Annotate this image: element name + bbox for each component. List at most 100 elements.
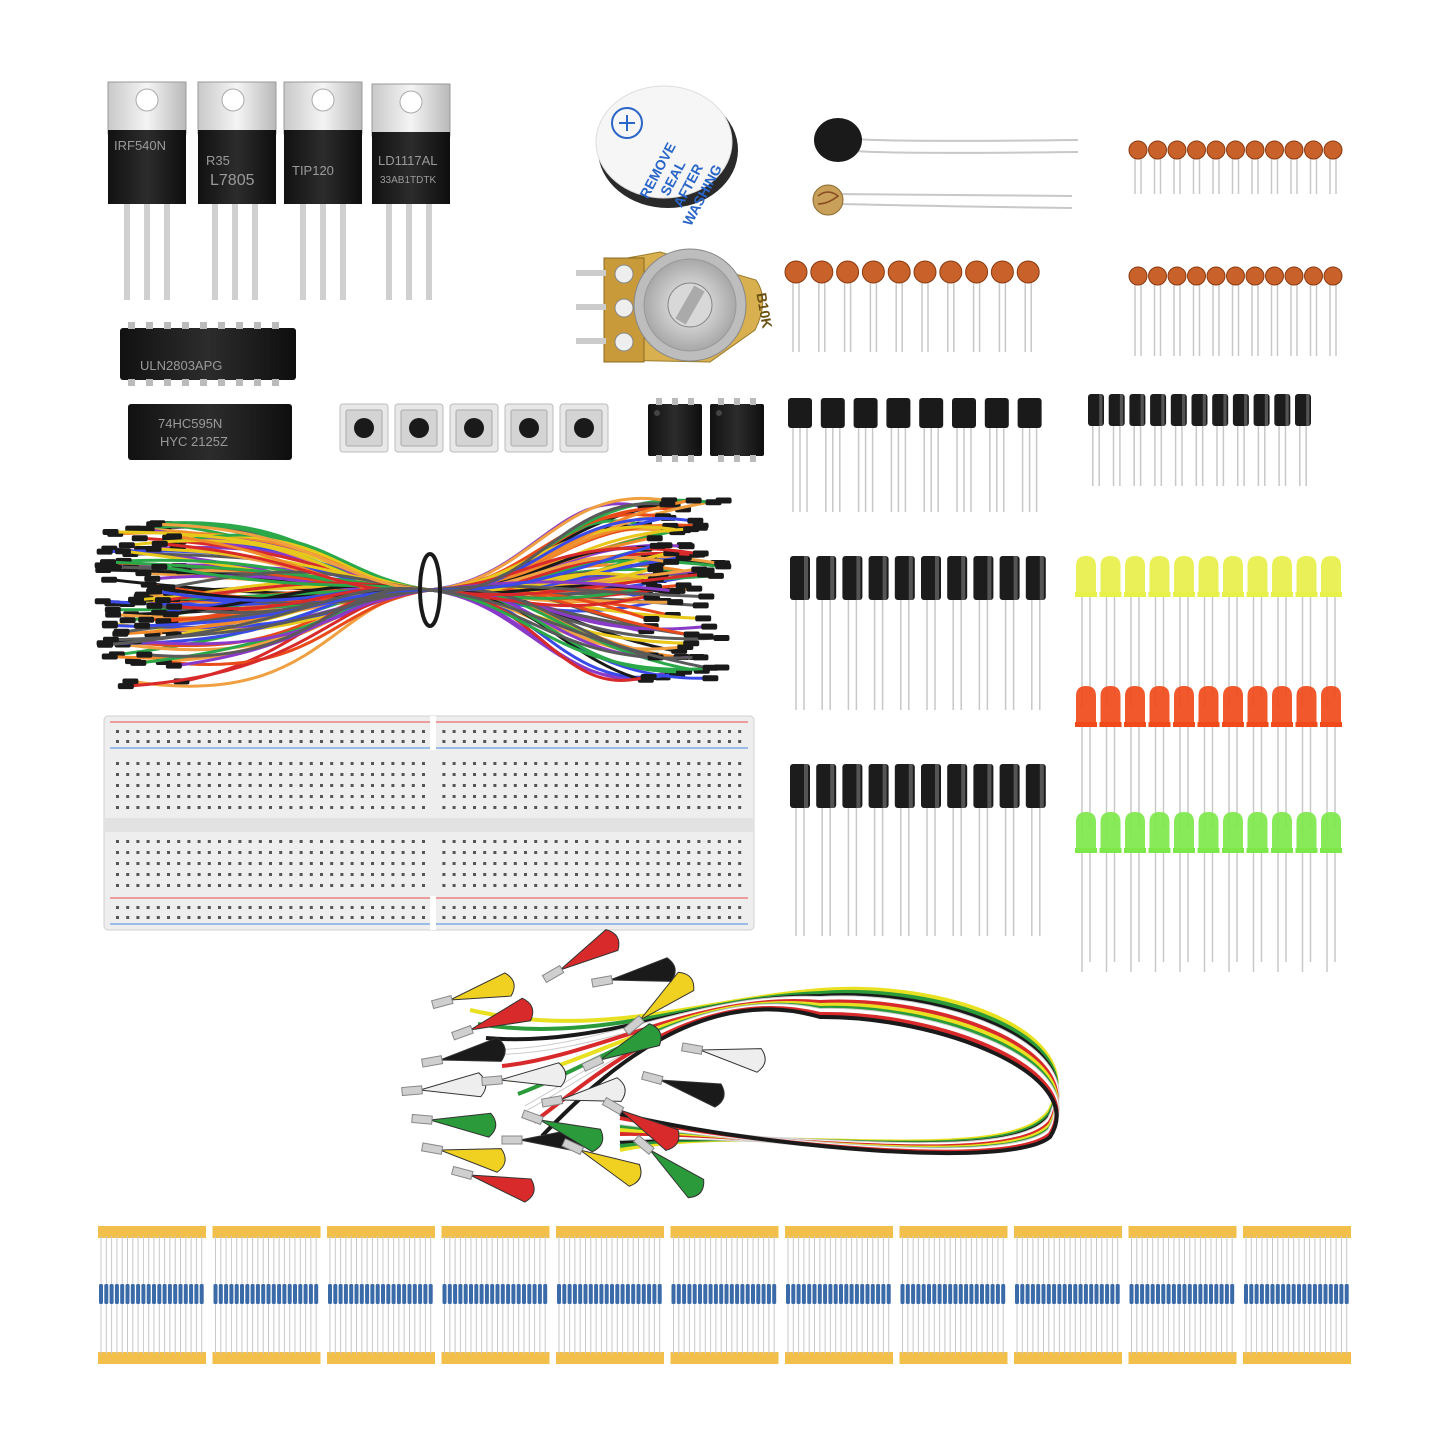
hole — [615, 773, 619, 776]
hole — [340, 873, 344, 876]
hole — [697, 873, 701, 876]
hole — [473, 862, 476, 865]
hole — [503, 851, 507, 854]
hole — [585, 906, 589, 909]
hole — [248, 795, 252, 798]
chip-pin — [200, 322, 207, 329]
hole — [483, 862, 487, 865]
hole — [493, 740, 497, 743]
electrolytic-capacitor — [816, 556, 837, 710]
hole — [493, 806, 497, 809]
ceramic-capacitors — [784, 140, 1343, 356]
hole — [156, 740, 160, 743]
hole — [605, 916, 609, 919]
hole — [126, 762, 130, 765]
hole — [564, 851, 568, 854]
hole — [728, 806, 731, 809]
electrolytic-capacitor — [921, 556, 941, 710]
hole — [615, 906, 619, 909]
hole — [126, 795, 130, 798]
hole — [585, 730, 589, 733]
hole — [289, 840, 293, 843]
hole — [207, 773, 211, 776]
electrolytic-capacitor — [1253, 394, 1270, 486]
hole — [116, 851, 119, 854]
hole — [493, 762, 497, 765]
clip-lead-wire — [540, 1007, 1059, 1155]
hole — [677, 730, 680, 733]
chip-pin — [218, 379, 225, 386]
hole — [218, 740, 221, 743]
hole — [269, 784, 272, 787]
hole — [462, 851, 466, 854]
hole — [636, 806, 640, 809]
hole — [717, 862, 721, 865]
photoresistor — [812, 184, 1073, 216]
hole — [707, 906, 711, 909]
hole — [228, 873, 232, 876]
hole — [575, 862, 578, 865]
resistor-pack — [1014, 1226, 1122, 1364]
ceramic-capacitor — [1128, 140, 1148, 194]
chip-marking-2: HYC 2125Z — [160, 434, 228, 449]
hole — [156, 906, 160, 909]
hole — [493, 906, 497, 909]
hole — [473, 916, 476, 919]
hole — [177, 762, 181, 765]
hole — [687, 740, 691, 743]
hole — [615, 851, 619, 854]
hole — [534, 873, 538, 876]
hole — [136, 862, 140, 865]
hole — [136, 795, 140, 798]
hole — [524, 740, 527, 743]
hole — [299, 762, 303, 765]
hole — [258, 730, 262, 733]
hole — [687, 784, 691, 787]
hole — [146, 840, 150, 843]
hole — [309, 906, 313, 909]
hole — [401, 730, 405, 733]
transistor — [788, 398, 812, 512]
hole — [646, 784, 650, 787]
hole — [401, 884, 405, 887]
ceramic-capacitor — [1187, 140, 1206, 194]
hole — [544, 916, 548, 919]
hole — [360, 840, 364, 843]
thermistor — [814, 118, 1079, 162]
hole — [513, 806, 517, 809]
hole — [391, 862, 395, 865]
hole — [697, 906, 701, 909]
hole — [615, 784, 619, 787]
hole — [503, 884, 507, 887]
hole — [401, 840, 405, 843]
hole — [228, 806, 232, 809]
resistor-pack — [98, 1226, 206, 1364]
hole — [289, 916, 293, 919]
hole — [626, 873, 629, 876]
chip-marking: 74HC595N — [158, 416, 222, 431]
hole — [167, 806, 170, 809]
hole — [381, 740, 385, 743]
hole — [238, 840, 242, 843]
hole — [258, 906, 262, 909]
hole — [564, 906, 568, 909]
hole — [258, 851, 262, 854]
hole — [677, 773, 680, 776]
hole — [299, 862, 303, 865]
alligator-clip — [590, 957, 676, 988]
hole — [503, 795, 507, 798]
hole — [238, 773, 242, 776]
hole — [258, 884, 262, 887]
hole — [126, 840, 130, 843]
hole — [187, 916, 191, 919]
hole — [340, 851, 344, 854]
regulator-marking: LD1117AL — [378, 153, 438, 168]
voltage-regulators: IRF540N R35 L7805 TIP120 LD1117AL 33AB1T… — [107, 81, 451, 300]
hole — [299, 784, 303, 787]
hole — [677, 873, 680, 876]
hole — [605, 784, 609, 787]
hole — [401, 773, 405, 776]
transistor — [952, 398, 976, 512]
push-button — [339, 403, 389, 453]
